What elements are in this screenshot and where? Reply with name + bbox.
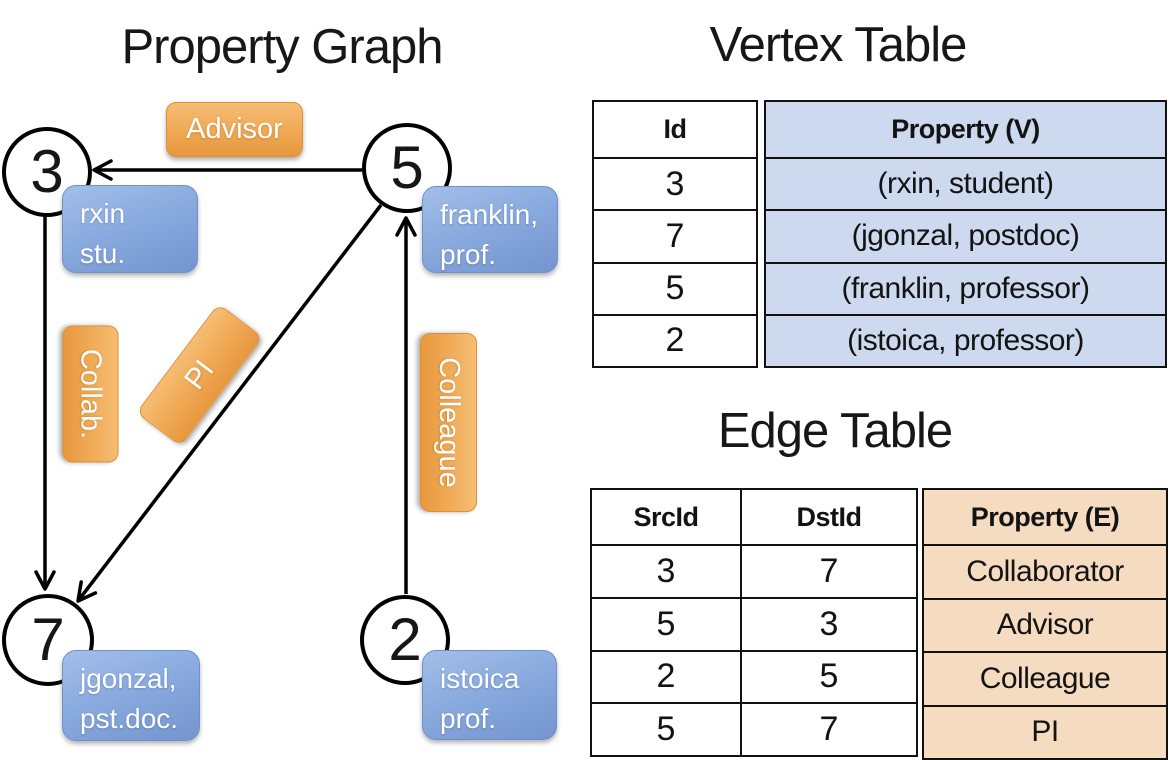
vertex-property-cell: (franklin, professor)	[766, 261, 1165, 314]
edge-pi-5-to-7	[76, 203, 383, 603]
prop-line: rxin	[80, 198, 126, 229]
vertex-table-property-column: Property (V) (rxin, student) (jgonzal, p…	[764, 100, 1167, 368]
edge-table-property-column: Property (E) Collaborator Advisor Collea…	[922, 488, 1168, 760]
edge-table-title: Edge Table	[717, 404, 953, 458]
vertex-id-cell: 5	[594, 261, 756, 314]
prop-line: prof.	[440, 703, 497, 734]
prop-line: prof.	[440, 239, 497, 270]
prop-line: istoica	[440, 663, 520, 694]
edge-dst-cell: 7	[742, 544, 916, 597]
edge-label-colleague: Colleague	[420, 333, 477, 512]
edge-table-id-columns: SrcId DstId 3 7 5 3 2 5 5 7	[590, 488, 918, 757]
edge-src-cell: 3	[592, 544, 742, 597]
graph-edges-canvas	[34, 159, 417, 603]
node-5: 5	[362, 123, 452, 213]
edge-label-advisor: Advisor	[166, 102, 303, 157]
node-2-id: 2	[388, 606, 422, 673]
edge-property-header: Property (E)	[924, 490, 1166, 544]
edge-property-cell: Collaborator	[924, 544, 1166, 598]
vertex-property-header: Property (V)	[766, 102, 1165, 157]
vertex-id-cell: 2	[594, 313, 756, 366]
vertex-prop-box-rxin: rxin stu.	[62, 185, 198, 273]
prop-line: jgonzal,	[80, 663, 177, 694]
edge-label-collab: Collab.	[62, 325, 119, 463]
edge-dst-cell: 5	[742, 649, 916, 703]
node-7-id: 7	[31, 606, 65, 673]
node-5-id: 5	[390, 134, 424, 201]
edge-dst-cell: 3	[742, 596, 916, 650]
vertex-id-cell: 3	[594, 157, 756, 209]
edge-property-cell: PI	[924, 704, 1166, 758]
prop-line: franklin,	[440, 199, 539, 230]
property-graph-title: Property Graph	[121, 20, 444, 74]
prop-line: pst.doc.	[80, 703, 179, 734]
node-3-id: 3	[30, 138, 64, 205]
vertex-property-cell: (istoica, professor)	[766, 313, 1165, 366]
edge-src-cell: 2	[592, 649, 742, 703]
vertex-table-id-column: Id 3 7 5 2	[592, 100, 758, 368]
edge-src-cell: 5	[592, 596, 742, 650]
vertex-prop-box-istoica: istoica prof.	[422, 650, 557, 740]
vertex-id-header: Id	[663, 114, 688, 144]
vertex-id-cell: 7	[594, 209, 756, 261]
edge-property-cell: Advisor	[924, 597, 1166, 651]
edge-src-cell: 5	[592, 702, 742, 755]
edge-src-header: SrcId	[592, 490, 742, 544]
edge-dst-header: DstId	[796, 501, 863, 532]
prop-line: stu.	[80, 238, 126, 269]
vertex-property-cell: (rxin, student)	[766, 157, 1165, 210]
vertex-table-title: Vertex Table	[709, 18, 968, 72]
vertex-property-cell: (jgonzal, postdoc)	[766, 209, 1165, 262]
edge-property-cell: Colleague	[924, 651, 1166, 705]
vertex-prop-box-jgonzal: jgonzal, pst.doc.	[62, 650, 200, 741]
edge-dst-cell: 7	[742, 702, 916, 755]
node-2: 2	[360, 595, 450, 685]
vertex-prop-box-franklin: franklin, prof.	[422, 186, 558, 273]
